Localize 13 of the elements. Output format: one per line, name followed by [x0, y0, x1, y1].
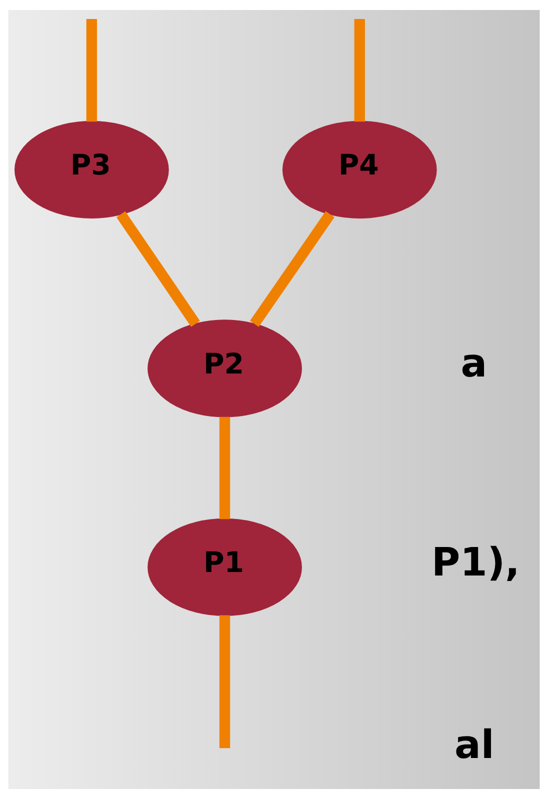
connector: [250, 210, 334, 326]
node-ellipse: P2: [148, 319, 302, 417]
node-ellipse: P3: [14, 120, 169, 218]
label: P1),: [431, 540, 520, 585]
connector: [219, 416, 230, 519]
node-ellipse: P4: [282, 120, 437, 218]
label: al: [454, 722, 494, 768]
connector: [219, 614, 230, 748]
connector: [116, 210, 200, 326]
connector: [354, 18, 365, 122]
connector: [86, 18, 97, 122]
label: a: [460, 341, 488, 386]
node-ellipse: P1: [148, 518, 302, 616]
